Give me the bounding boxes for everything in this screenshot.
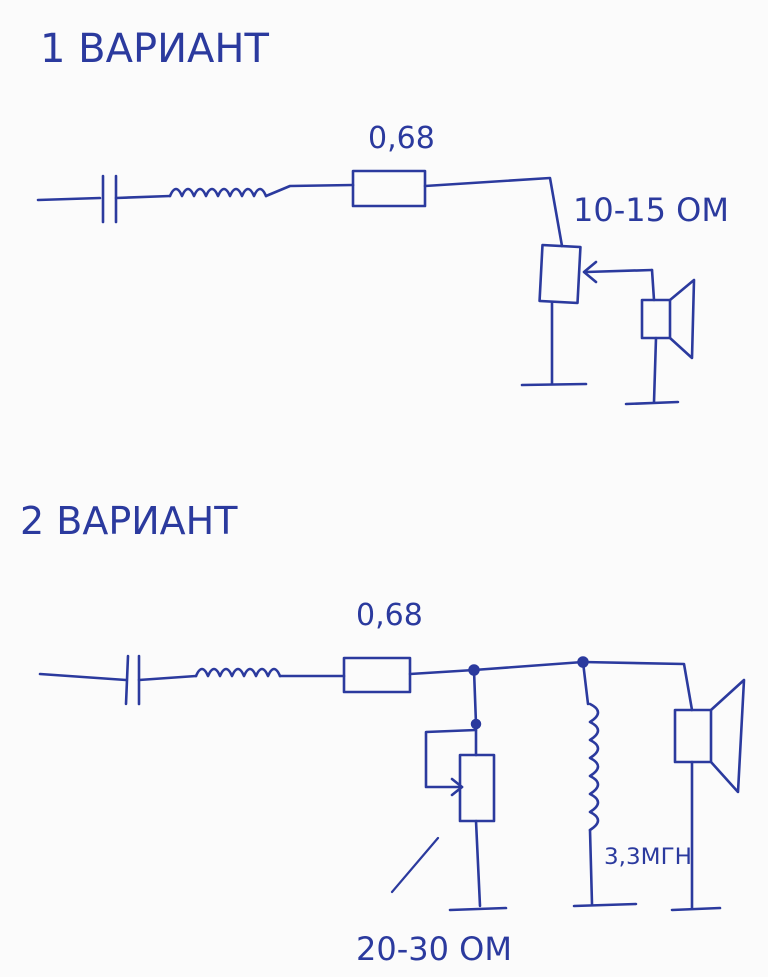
v2-main-bus	[408, 660, 694, 712]
v2-pot-ground-symbol	[448, 906, 508, 912]
v1-speaker-wire	[650, 268, 656, 302]
v1-resistor	[351, 169, 427, 208]
v1-input-wire	[36, 196, 102, 202]
v2-potentiometer	[458, 753, 496, 823]
v2-coil-wire	[581, 660, 590, 706]
v1-resistor-label: 0,68	[368, 121, 435, 156]
v2-speaker-ground-symbol	[670, 906, 722, 912]
v1-wire-cap-coil	[114, 194, 172, 200]
speaker-icon	[673, 678, 746, 794]
variant-2-circuit: 2 ВАРИАНТ 0,68 20-30 ОМ	[20, 499, 746, 968]
speaker-icon	[640, 278, 696, 360]
v1-wiper-arrow-icon	[582, 260, 598, 284]
v1-pot-wiper	[584, 268, 654, 274]
v2-pot-callout-line	[390, 836, 440, 894]
v2-resistor	[342, 656, 412, 694]
v1-ground-symbol	[520, 382, 588, 387]
v1-pot-label: 10-15 ОМ	[573, 191, 729, 229]
v2-inductor-series	[194, 667, 282, 678]
v1-capacitor	[101, 174, 118, 224]
v1-wire-coil-resistor	[264, 183, 355, 198]
v2-coil-ground-wire	[588, 828, 594, 906]
v2-wiper-shunt-wire	[424, 728, 478, 789]
v1-wire-resistor-pot	[423, 176, 564, 248]
v2-wire-cap-coil	[137, 674, 198, 682]
v2-capacitor	[124, 654, 141, 706]
v1-inductor	[168, 187, 268, 198]
variant-1-title: 1 ВАРИАНТ	[40, 26, 269, 72]
v2-resistor-label: 0,68	[356, 598, 423, 633]
variant-1-circuit: 1 ВАРИАНТ 0,68 10-15 ОМ	[36, 26, 729, 406]
v2-input-wire	[38, 672, 128, 682]
v2-wiper-arrow-icon	[450, 777, 464, 797]
v2-pot-label: 20-30 ОМ	[356, 930, 512, 968]
v1-potentiometer	[538, 243, 582, 305]
v1-speaker-ground-wire	[652, 336, 658, 404]
v1-speaker-ground-symbol	[624, 400, 680, 406]
v2-inductor-shunt	[588, 702, 600, 832]
variant-2-title: 2 ВАРИАНТ	[20, 499, 238, 543]
v2-coil-ground-symbol	[572, 902, 638, 908]
v2-pot-wire	[472, 668, 478, 726]
v2-pot-ground-wire	[474, 819, 482, 908]
v2-inductor-label: 3,3МГН	[604, 845, 692, 870]
